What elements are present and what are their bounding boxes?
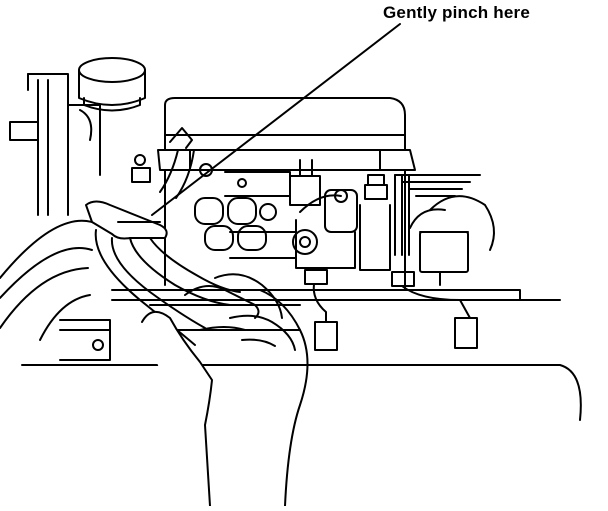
injector-lines [359, 174, 481, 271]
engine-block-outline [21, 169, 582, 421]
reservoir-cap [78, 57, 146, 112]
hand [141, 273, 309, 507]
valve-cover [157, 97, 416, 171]
left-frame [9, 73, 101, 216]
central-assembly [229, 159, 358, 269]
alternator [409, 195, 495, 286]
hose-loop-left [0, 219, 101, 341]
pliers [85, 200, 241, 346]
hose-clamp-upper [131, 127, 213, 199]
callout-label: Gently pinch here [383, 3, 530, 22]
cylinder-bosses [194, 171, 291, 251]
callout-leader-line [151, 23, 401, 216]
